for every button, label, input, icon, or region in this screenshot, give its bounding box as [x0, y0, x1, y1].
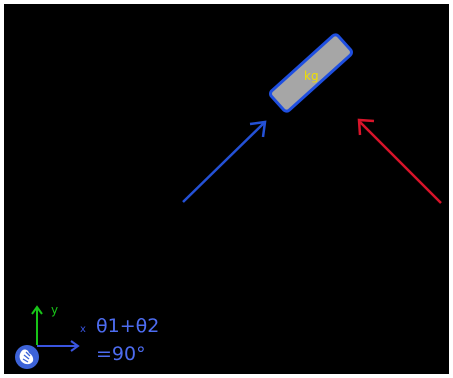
scene-background [4, 4, 449, 374]
blue-arrow-head [249, 120, 267, 138]
y-axis-arrowhead [31, 305, 43, 315]
blue-arrow-shaft [182, 122, 265, 203]
red-arrow-head [357, 118, 375, 136]
blue-force-arrow [182, 120, 267, 203]
mass-label: kg [304, 69, 319, 83]
x-axis-arrowhead [70, 340, 80, 352]
globe-hand-icon [15, 345, 39, 369]
formula-line-2: =90° [96, 343, 146, 365]
red-force-arrow [357, 118, 442, 204]
mass-block-body [269, 33, 353, 113]
axes-legend: y x [31, 303, 86, 352]
x-axis-label: x [80, 324, 86, 335]
y-axis-label: y [51, 303, 58, 317]
mass-block [269, 33, 353, 113]
formula-line-1: θ1+θ2 [96, 315, 159, 337]
red-arrow-shaft [359, 121, 442, 204]
globe-hand-detail [22, 351, 31, 363]
